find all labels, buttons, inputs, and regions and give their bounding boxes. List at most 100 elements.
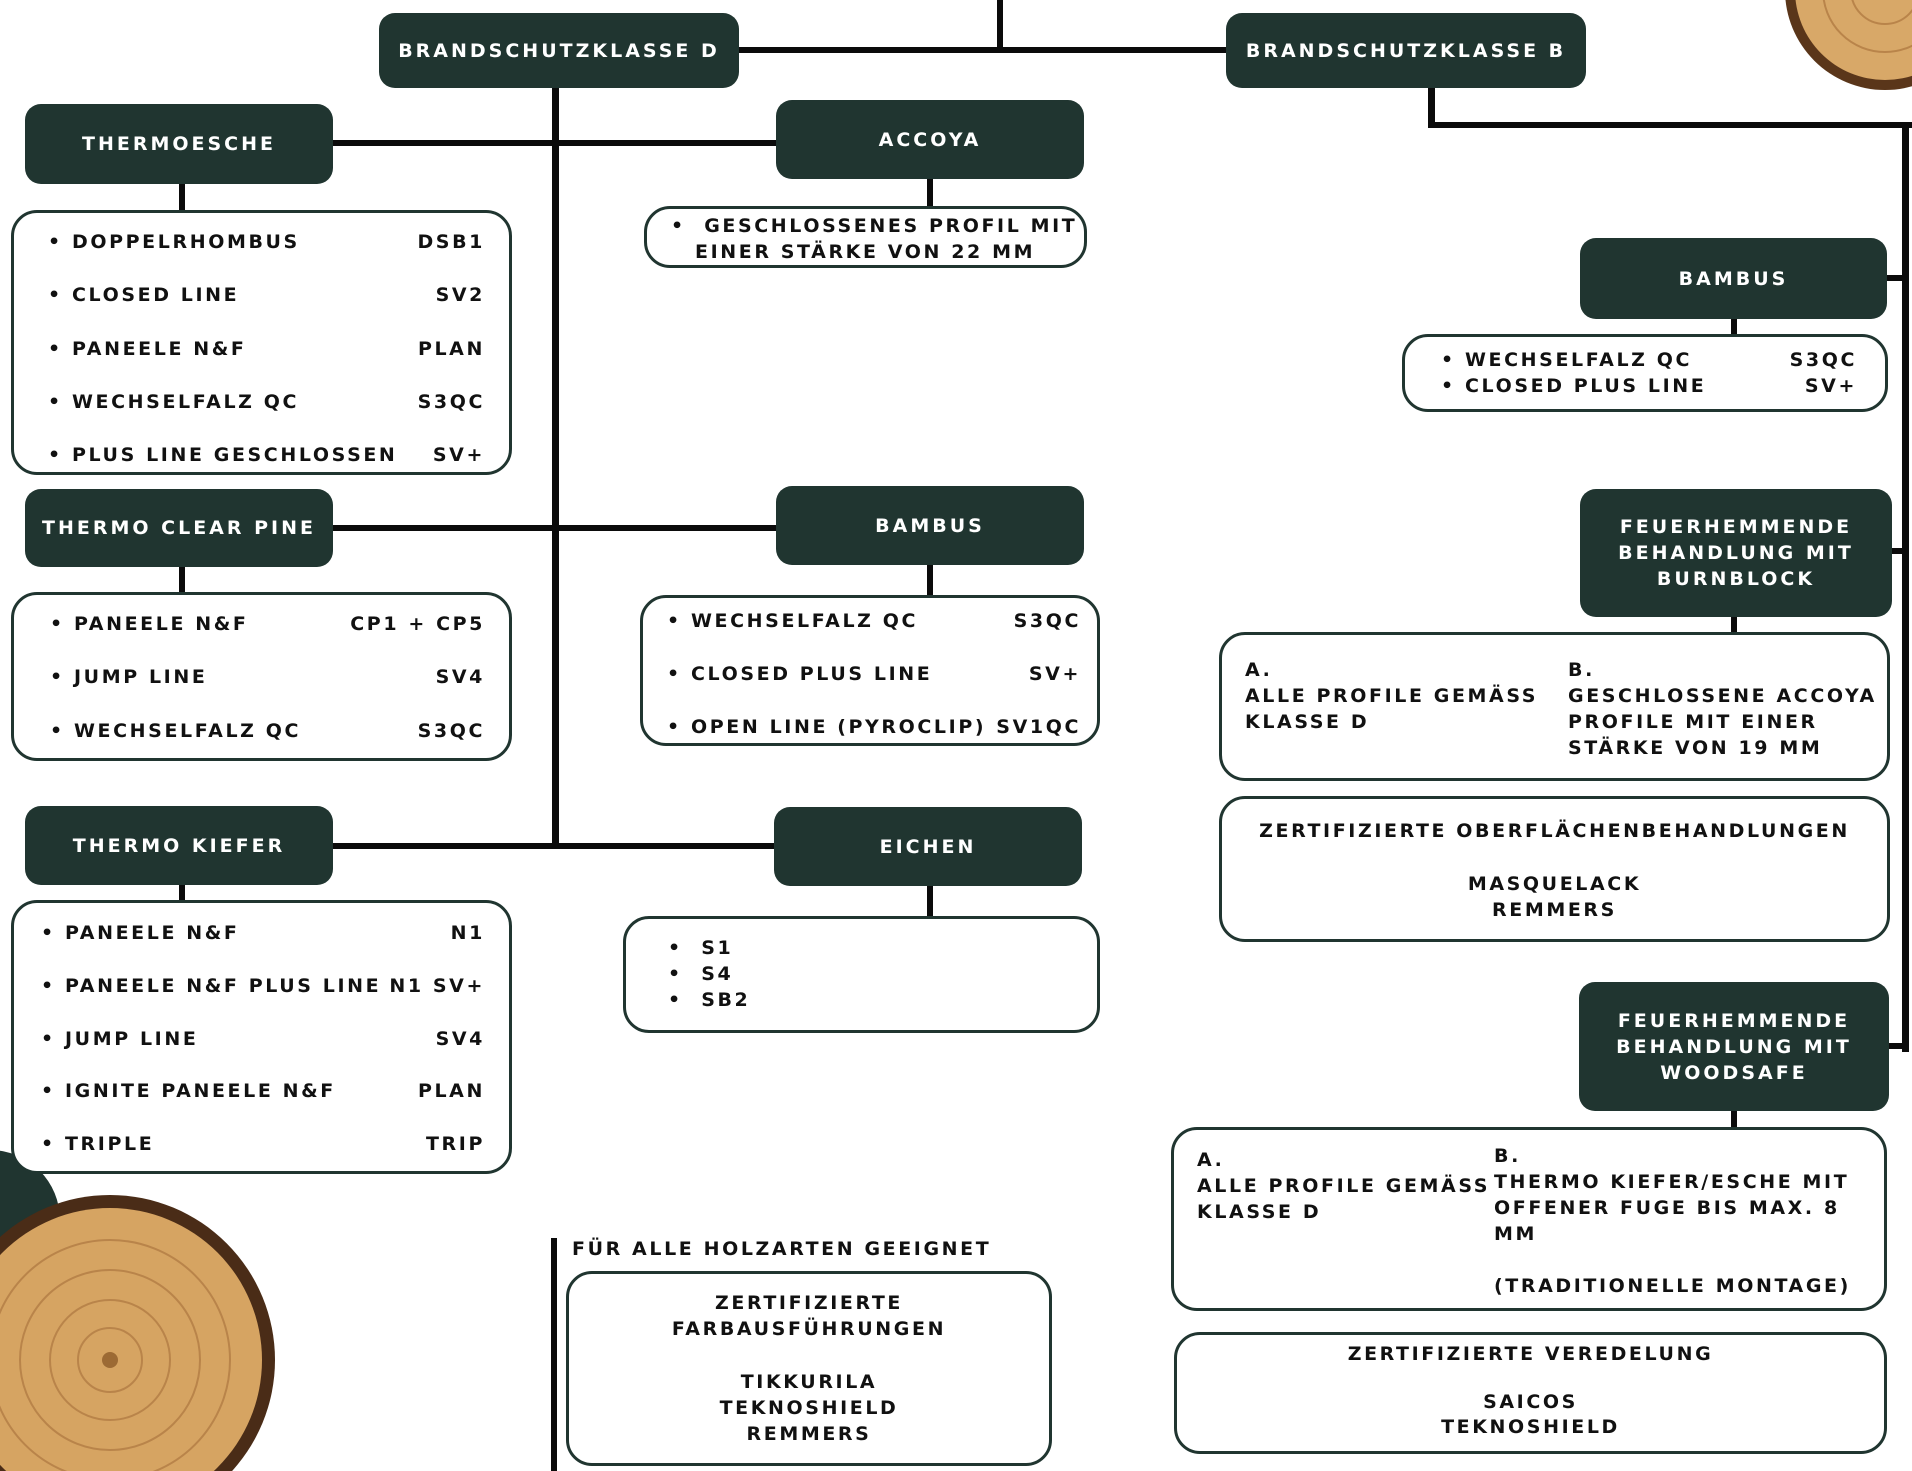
thermo-clear-pine-list: PANEELE N&F CP1 + CP5 JUMP LINE SV4 WECH… <box>11 592 512 761</box>
accoya-header: ACCOYA <box>776 100 1084 179</box>
option-label: A. <box>1245 659 1273 681</box>
item-name: OPEN LINE (PYROCLIP) <box>667 716 986 738</box>
item-name: CLOSED LINE <box>48 284 239 306</box>
all-woods-divider <box>551 1238 557 1471</box>
woodsafe-option-a: A. ALLE PROFILE GEMÄSS KLASSE D <box>1197 1147 1490 1225</box>
item-name: IGNITE PANEELE N&F <box>41 1080 336 1102</box>
item-name: WECHSELFALZ QC <box>667 610 918 632</box>
bambus-d-list: WECHSELFALZ QC S3QC CLOSED PLUS LINE SV+… <box>640 595 1100 746</box>
option-label: B. <box>1568 659 1595 681</box>
accoya-text-1: GESCHLOSSENES PROFIL MIT <box>704 215 1078 237</box>
eichen-item-s1: S1 <box>701 937 734 959</box>
item-name: PANEELE N&F <box>41 922 240 944</box>
connector-bambus-d <box>927 564 933 597</box>
item-name: WECHSELFALZ QC <box>1441 349 1692 371</box>
connector-row2 <box>331 525 778 531</box>
all-woods-line-1: ZERTIFIZIERTE <box>715 1292 903 1314</box>
item-name: WECHSELFALZ QC <box>50 720 301 742</box>
all-woods-line-6: REMMERS <box>746 1423 872 1445</box>
list-item: OPEN LINE (PYROCLIP) SV1QC <box>643 712 1097 742</box>
bullet-icon: • <box>668 937 702 959</box>
class-d-header: BRANDSCHUTZKLASSE D <box>379 13 739 88</box>
list-item: PANEELE N&F N1 <box>14 918 509 948</box>
item-name: JUMP LINE <box>41 1028 198 1050</box>
class-b-header: BRANDSCHUTZKLASSE B <box>1226 13 1586 88</box>
option-line: ALLE PROFILE GEMÄSS <box>1245 685 1539 707</box>
burnblock-header: FEUERHEMMENDE BEHANDLUNG MIT BURNBLOCK <box>1580 489 1892 617</box>
burnblock-options: A. ALLE PROFILE GEMÄSS KLASSE D B. GESCH… <box>1219 632 1890 781</box>
list-item: CLOSED PLUS LINE SV+ <box>643 659 1097 689</box>
list-item: WECHSELFALZ QC S3QC <box>643 606 1097 636</box>
option-line: GESCHLOSSENE ACCOYA <box>1568 685 1877 707</box>
burnblock-cert-line-2: REMMERS <box>1492 899 1617 921</box>
connector-thermoesche <box>179 182 185 212</box>
item-code: SV1QC <box>996 716 1081 738</box>
item-code: N1 SV+ <box>389 975 485 997</box>
connector-b-down <box>1428 88 1435 128</box>
option-line: ALLE PROFILE GEMÄSS <box>1197 1175 1491 1197</box>
connector-accoya <box>927 177 933 209</box>
connector-bambus-b <box>1731 317 1737 336</box>
option-line: THERMO KIEFER/ESCHE MIT <box>1494 1171 1850 1193</box>
list-item: • S4 <box>668 961 750 987</box>
list-item: WECHSELFALZ QC S3QC <box>14 387 509 417</box>
woodsafe-title-3: WOODSAFE <box>1660 1061 1808 1084</box>
bullet-icon: • <box>668 989 702 1011</box>
connector-eichen <box>927 885 933 918</box>
thermo-clear-pine-header: THERMO CLEAR PINE <box>25 489 333 567</box>
item-name: PANEELE N&F <box>48 338 247 360</box>
bullet-icon: • <box>668 963 702 985</box>
burnblock-cert: ZERTIFIZIERTE OBERFLÄCHENBEHANDLUNGEN MA… <box>1219 796 1890 942</box>
list-item: PLUS LINE GESCHLOSSEN SV+ <box>14 440 509 470</box>
burnblock-option-a: A. ALLE PROFILE GEMÄSS KLASSE D <box>1245 657 1538 735</box>
list-item: DOPPELRHOMBUS DSB1 <box>14 227 509 257</box>
woodsafe-options: A. ALLE PROFILE GEMÄSS KLASSE D B. THERM… <box>1171 1127 1887 1311</box>
item-name: PLUS LINE GESCHLOSSEN <box>48 444 397 466</box>
option-line: STÄRKE VON 19 MM <box>1568 737 1823 759</box>
accoya-line-1: • GESCHLOSSENES PROFIL MIT <box>671 213 1077 239</box>
burnblock-cert-title: ZERTIFIZIERTE OBERFLÄCHENBEHANDLUNGEN <box>1259 820 1850 842</box>
woodsafe-title-1: FEUERHEMMENDE <box>1617 1009 1851 1032</box>
connector-b-bambus <box>1885 275 1905 281</box>
eichen-item-sb2: SB2 <box>701 989 751 1011</box>
connector-woodsafe <box>1731 1111 1737 1129</box>
item-name: DOPPELRHOMBUS <box>48 231 300 253</box>
all-woods-label: FÜR ALLE HOLZARTEN GEEIGNET <box>572 1238 992 1260</box>
woodsafe-cert-title: ZERTIFIZIERTE VEREDELUNG <box>1347 1343 1714 1365</box>
accoya-line-2: EINER STÄRKE VON 22 MM <box>695 241 1036 263</box>
list-item: PANEELE N&F PLUS LINE N1 SV+ <box>14 971 509 1001</box>
option-line: KLASSE D <box>1245 711 1370 733</box>
item-name: WECHSELFALZ QC <box>48 391 299 413</box>
item-name: CLOSED PLUS LINE <box>667 663 932 685</box>
thermo-kiefer-header: THERMO KIEFER <box>25 806 333 885</box>
thermoesche-list: DOPPELRHOMBUS DSB1 CLOSED LINE SV2 PANEE… <box>11 210 512 475</box>
bambus-b-header: BAMBUS <box>1580 238 1887 319</box>
woodsafe-cert: ZERTIFIZIERTE VEREDELUNG SAICOS TEKNOSHI… <box>1174 1332 1887 1454</box>
option-line: KLASSE D <box>1197 1201 1322 1223</box>
burnblock-option-b: B. GESCHLOSSENE ACCOYA PROFILE MIT EINER… <box>1568 657 1877 761</box>
item-name: JUMP LINE <box>50 666 207 688</box>
list-item: CLOSED LINE SV2 <box>14 280 509 310</box>
item-code: CP1 + CP5 <box>350 613 485 635</box>
item-name: PANEELE N&F PLUS LINE <box>41 975 381 997</box>
option-line: PROFILE MIT EINER <box>1568 711 1818 733</box>
item-name: PANEELE N&F <box>50 613 249 635</box>
item-code: N1 <box>450 922 485 944</box>
connector-burnblock <box>1731 616 1737 634</box>
option-label: B. <box>1494 1145 1521 1167</box>
wood-slice-bottom-left-icon <box>0 1150 275 1471</box>
list-item: PANEELE N&F PLAN <box>14 334 509 364</box>
item-code: SV4 <box>435 1028 485 1050</box>
list-item: JUMP LINE SV4 <box>14 662 509 692</box>
connector-b-woodsafe <box>1888 1043 1905 1049</box>
connector-top <box>997 0 1003 52</box>
burnblock-title-3: BURNBLOCK <box>1656 568 1816 590</box>
connector-d-trunk <box>552 88 559 848</box>
option-line: OFFENER FUGE BIS MAX. 8 MM <box>1494 1197 1840 1245</box>
connector-d-b <box>737 47 1229 53</box>
wood-slice-top-right-icon <box>1785 0 1912 90</box>
bambus-b-list: WECHSELFALZ QC S3QC CLOSED PLUS LINE SV+ <box>1402 334 1888 412</box>
woodsafe-title-2: BEHANDLUNG MIT <box>1616 1035 1852 1058</box>
list-item: TRIPLE TRIP <box>14 1129 509 1159</box>
item-code: SV4 <box>435 666 485 688</box>
